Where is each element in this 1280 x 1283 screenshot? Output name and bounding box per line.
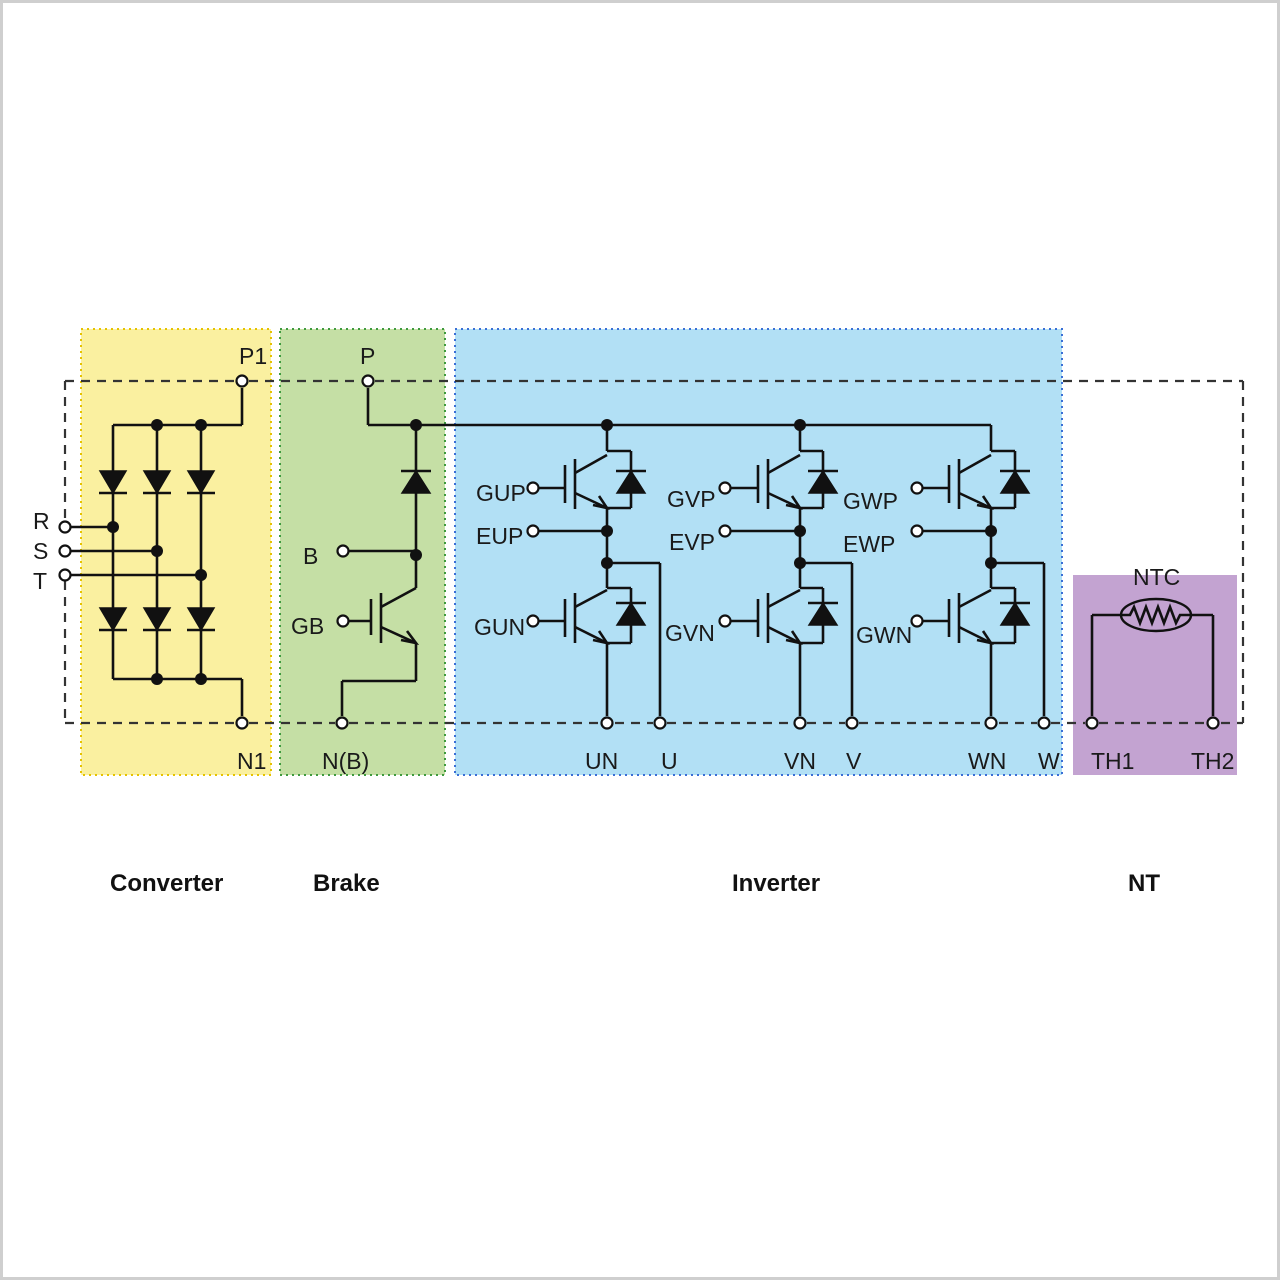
label-gun: GUN	[474, 614, 525, 640]
section-title-brake: Brake	[313, 870, 380, 897]
diode-icon	[186, 607, 216, 632]
label-eup: EUP	[476, 523, 523, 549]
label-th1: TH1	[1091, 748, 1134, 774]
diode-icon	[999, 469, 1031, 494]
label-vn: VN	[784, 748, 816, 774]
label-b: B	[303, 543, 318, 569]
label-t: T	[33, 568, 47, 594]
diode-icon	[142, 470, 172, 495]
diode-icon	[186, 470, 216, 495]
section-title-ntc: NT	[1128, 870, 1160, 897]
label-gup: GUP	[476, 480, 526, 506]
label-gwn: GWN	[856, 622, 912, 648]
inverter-region	[454, 328, 1063, 776]
module-outline	[63, 379, 1245, 725]
label-wn: WN	[968, 748, 1006, 774]
diode-icon	[807, 601, 839, 626]
diode-icon	[400, 469, 432, 494]
label-n1: N1	[237, 748, 266, 774]
label-gb: GB	[291, 613, 324, 639]
section-title-inverter: Inverter	[732, 870, 820, 897]
label-ntc: NTC	[1133, 564, 1180, 590]
label-nb: N(B)	[322, 748, 369, 774]
label-gvn: GVN	[665, 620, 715, 646]
diode-icon	[807, 469, 839, 494]
label-v: V	[846, 748, 862, 774]
label-th2: TH2	[1191, 748, 1234, 774]
diode-icon	[98, 607, 128, 632]
converter-bridge	[58, 374, 249, 730]
diode-icon	[615, 601, 647, 626]
label-ewp: EWP	[843, 531, 895, 557]
label-gwp: GWP	[843, 488, 898, 514]
label-p: P	[360, 343, 375, 369]
circuit-diagram: P1 N1 R S T P B GB N(B) GUP EUP GUN GVP …	[33, 328, 1245, 897]
diode-icon	[999, 601, 1031, 626]
label-s: S	[33, 538, 48, 564]
diode-icon	[98, 470, 128, 495]
ntc-region	[1073, 575, 1237, 775]
ntc-thermistor	[1085, 597, 1220, 730]
label-evp: EVP	[669, 529, 715, 555]
section-title-converter: Converter	[110, 870, 223, 897]
diode-icon	[615, 469, 647, 494]
label-r: R	[33, 508, 50, 534]
label-un: UN	[585, 748, 618, 774]
thermistor-icon	[1119, 597, 1193, 633]
label-gvp: GVP	[667, 486, 716, 512]
diode-icon	[142, 607, 172, 632]
inverter-circuit	[526, 419, 1051, 730]
label-u: U	[661, 748, 678, 774]
label-p1: P1	[239, 343, 267, 369]
brake-circuit	[335, 374, 991, 730]
label-w: W	[1038, 748, 1060, 774]
